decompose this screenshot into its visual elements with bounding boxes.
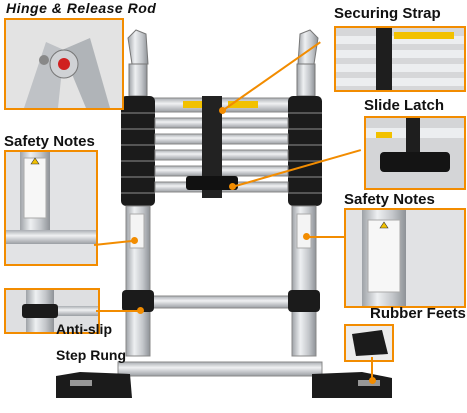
pointer-anti-slip xyxy=(96,310,140,312)
pointer-dot-rubber-feets xyxy=(369,377,376,384)
safety-notes-right-callout xyxy=(344,208,466,308)
label-slide-latch: Slide Latch xyxy=(364,97,445,114)
pointer-dot-slide-latch xyxy=(229,183,236,190)
label-safety-notes-left: Safety Notes xyxy=(4,133,95,150)
label-anti-slip: Anti-slip xyxy=(56,321,112,337)
label-hinge-release-rod: Hinge & Release Rod xyxy=(6,0,157,16)
pointer-safety-notes-right xyxy=(306,236,346,238)
left-sleeve-stack xyxy=(121,96,155,206)
rubber-foot-right xyxy=(312,372,392,398)
hinge-left xyxy=(127,29,149,97)
pointer-dot-safety-notes-left xyxy=(131,237,138,244)
pointer-dot-anti-slip xyxy=(137,307,144,314)
securing-strap-callout xyxy=(334,26,466,92)
pointer-dot-safety-notes-right xyxy=(303,233,310,240)
step-rung-bottom xyxy=(117,361,323,377)
hinge-right xyxy=(296,29,319,97)
hinge-callout xyxy=(4,18,124,110)
pointer-dot-securing-strap xyxy=(219,107,226,114)
label-step-rung: Step Rung xyxy=(56,347,126,363)
right-sleeve-stack xyxy=(288,96,322,206)
label-securing-strap: Securing Strap xyxy=(334,5,441,22)
anti-slip-callout xyxy=(4,288,100,334)
safety-notes-left-callout xyxy=(4,150,98,266)
rubber-feet-callout xyxy=(344,324,394,362)
label-rubber-feets: Rubber Feets xyxy=(370,305,466,322)
slide-latch-callout xyxy=(364,116,466,190)
label-safety-notes-right: Safety Notes xyxy=(344,191,435,208)
step-rung-middle xyxy=(149,295,293,309)
rubber-foot-left xyxy=(56,372,132,398)
securing-strap-band xyxy=(202,96,222,198)
